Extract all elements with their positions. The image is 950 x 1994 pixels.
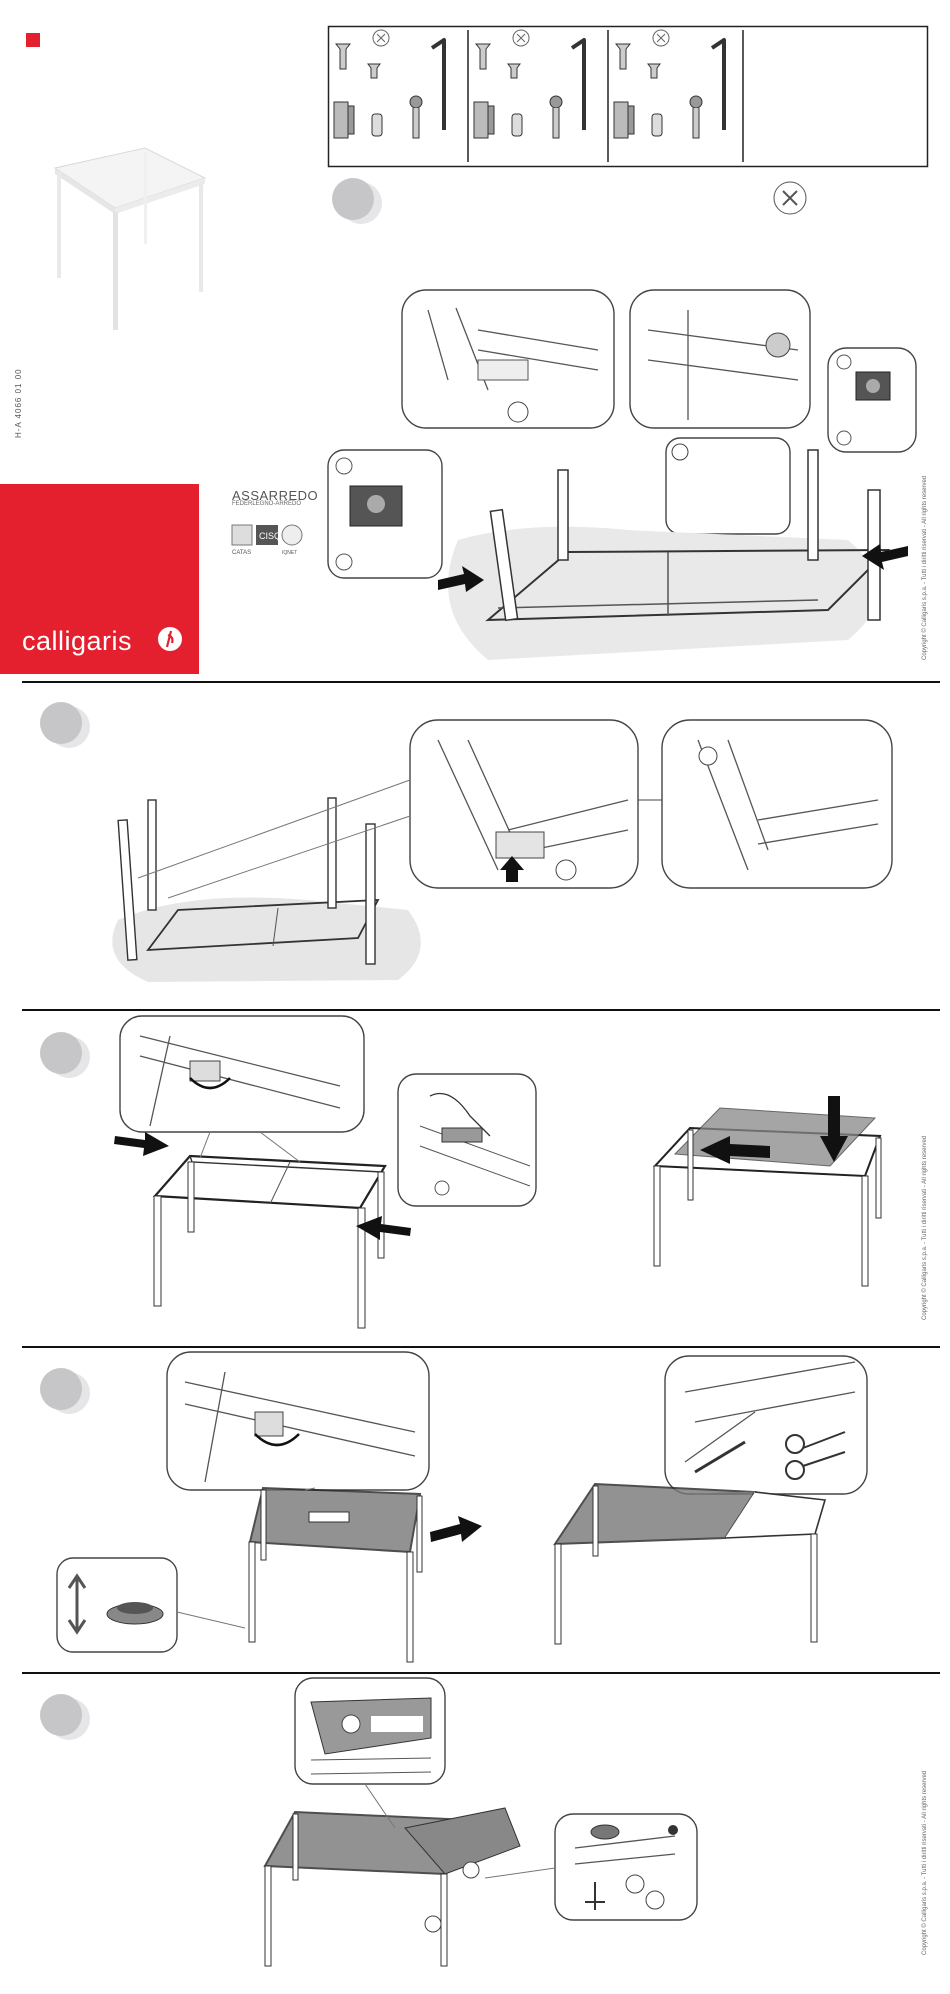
step-divider-2 — [22, 1009, 940, 1011]
step-5-circle — [40, 1694, 82, 1736]
step-divider-4 — [22, 1672, 940, 1674]
certification-subtitle: FEDERLEGNO-ARREDO — [232, 501, 302, 507]
cert-logo-iqnet: IQNET — [282, 550, 297, 556]
step-4-circle — [40, 1368, 82, 1410]
brand-logo-icon — [158, 627, 182, 651]
cert-logo-catas: CATAS — [232, 550, 251, 556]
step-divider-1 — [22, 681, 940, 683]
document-code: H-A 4066 01 00 — [14, 368, 23, 438]
brand-name: calligaris — [22, 626, 133, 656]
step-5-illustration — [263, 1677, 698, 1967]
step-2-circle — [40, 702, 82, 744]
copyright-1: Copyright © Calligaris s.p.a. - Tutti i … — [922, 475, 928, 660]
copyright-3: Copyright © Calligaris s.p.a. - Tutti i … — [922, 1770, 928, 1955]
step-1-illustration — [327, 289, 917, 660]
step-1-circle — [332, 178, 374, 220]
certification-title: ASSARREDO — [232, 488, 319, 503]
brand-square-mark — [26, 33, 40, 47]
hardware-parts-box — [327, 25, 929, 168]
cert-logo-cisq: CISQ — [259, 531, 281, 541]
step-3-circle — [40, 1032, 82, 1074]
step-2-illustration — [112, 719, 893, 982]
table-product-photo — [53, 147, 207, 330]
step-3-illustration — [114, 1015, 882, 1329]
step-divider-3 — [22, 1346, 940, 1348]
copyright-2: Copyright © Calligaris s.p.a. - Tutti i … — [922, 1135, 928, 1320]
step-4-illustration — [56, 1351, 868, 1663]
allen-key-callout-icon — [773, 181, 807, 215]
certification-logos: CISQ CATAS IQNET — [231, 524, 303, 556]
